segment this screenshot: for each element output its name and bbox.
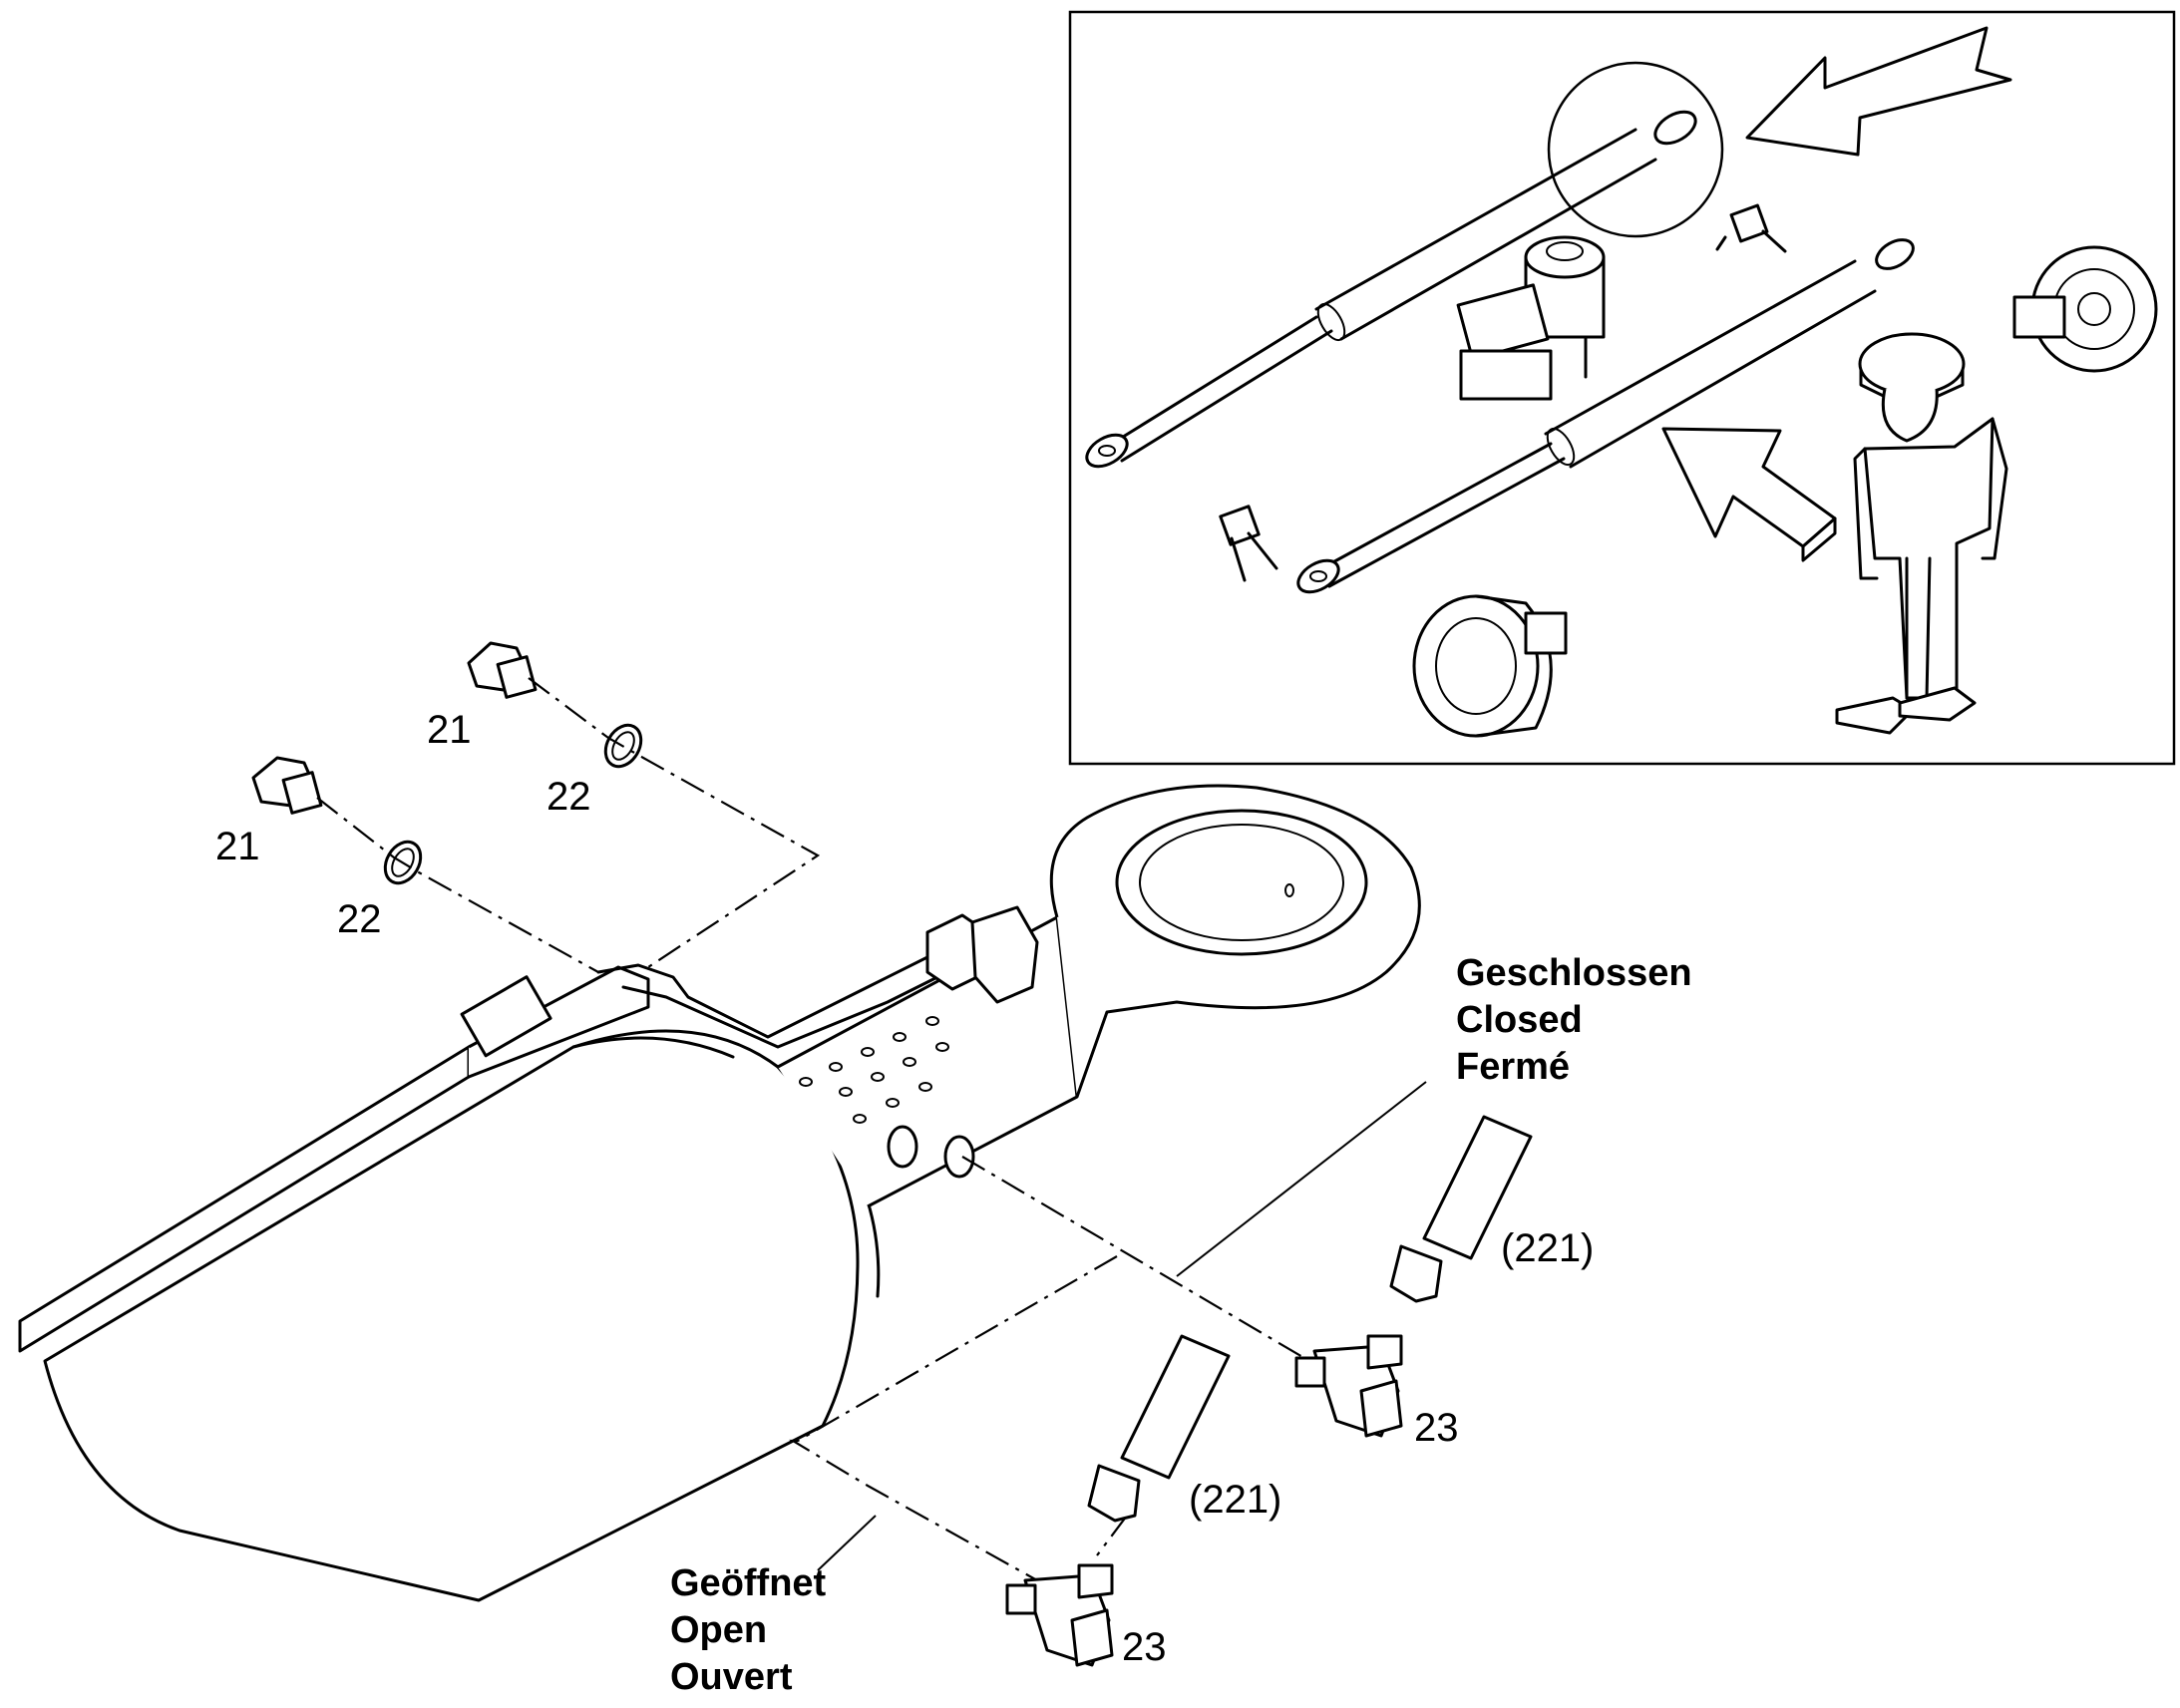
inset-valve-block-left xyxy=(1219,505,1278,582)
inset-pump-unit xyxy=(1456,235,1606,401)
port-holes xyxy=(799,1016,949,1124)
closed-status-label: Geschlossen Closed Fermé xyxy=(1456,952,1692,1088)
closed-label-de: Geschlossen xyxy=(1456,952,1692,994)
test-valve-lower xyxy=(1005,1563,1114,1667)
open-label-de: Geöffnet xyxy=(670,1562,827,1604)
pointer-arrow-icon xyxy=(1745,26,2012,157)
measuring-hose-upper xyxy=(1389,1115,1533,1303)
callout-seal-lower: 22 xyxy=(337,897,382,941)
inset-valve-block-right xyxy=(1715,203,1787,253)
callout-plug-upper: 21 xyxy=(427,708,472,752)
cylinder-barrel xyxy=(43,1029,860,1602)
callout-valve-lower: 23 xyxy=(1122,1625,1167,1669)
assembly-lines xyxy=(316,677,1402,1581)
direction-arrow-icon xyxy=(1661,427,1837,562)
inset-travel-drive-right xyxy=(2012,245,2158,373)
steel-line xyxy=(18,965,650,1353)
closed-label-fr: Fermé xyxy=(1456,1046,1570,1088)
measuring-port-closed xyxy=(943,1135,975,1179)
inset-cylinder-lower xyxy=(1296,238,1915,594)
closed-leader xyxy=(1176,1081,1427,1277)
cylinder-detail xyxy=(18,784,1421,1602)
inset-frame xyxy=(1068,10,2176,766)
inset-travel-drive-bottom xyxy=(1412,594,1568,738)
open-label-fr: Ouvert xyxy=(670,1656,793,1698)
hose-route xyxy=(596,950,939,1039)
detail-circle xyxy=(1547,61,1724,238)
callout-valve-upper: 23 xyxy=(1414,1406,1459,1450)
test-valve-upper xyxy=(1294,1334,1403,1438)
open-status-label: Geöffnet Open Ouvert xyxy=(670,1562,827,1698)
inset-cylinder-upper xyxy=(1085,110,1697,469)
callout-seal-upper: 22 xyxy=(546,775,591,819)
callout-plug-lower: 21 xyxy=(215,825,260,868)
screw-plug-lower xyxy=(251,756,323,815)
measuring-hose-lower xyxy=(1087,1334,1231,1523)
measuring-port-open xyxy=(887,1125,918,1169)
inset-person-figure xyxy=(1835,332,2008,735)
closed-label-en: Closed xyxy=(1456,999,1583,1041)
rod-eye xyxy=(1049,784,1421,1098)
callout-hose-upper: (221) xyxy=(1501,1226,1594,1270)
rod-end-fitting xyxy=(925,905,1039,1004)
open-leader xyxy=(817,1515,877,1571)
callout-hose-lower: (221) xyxy=(1189,1478,1281,1522)
open-label-en: Open xyxy=(670,1609,767,1651)
screw-plug-upper xyxy=(467,641,538,699)
overview-inset xyxy=(1068,10,2176,766)
